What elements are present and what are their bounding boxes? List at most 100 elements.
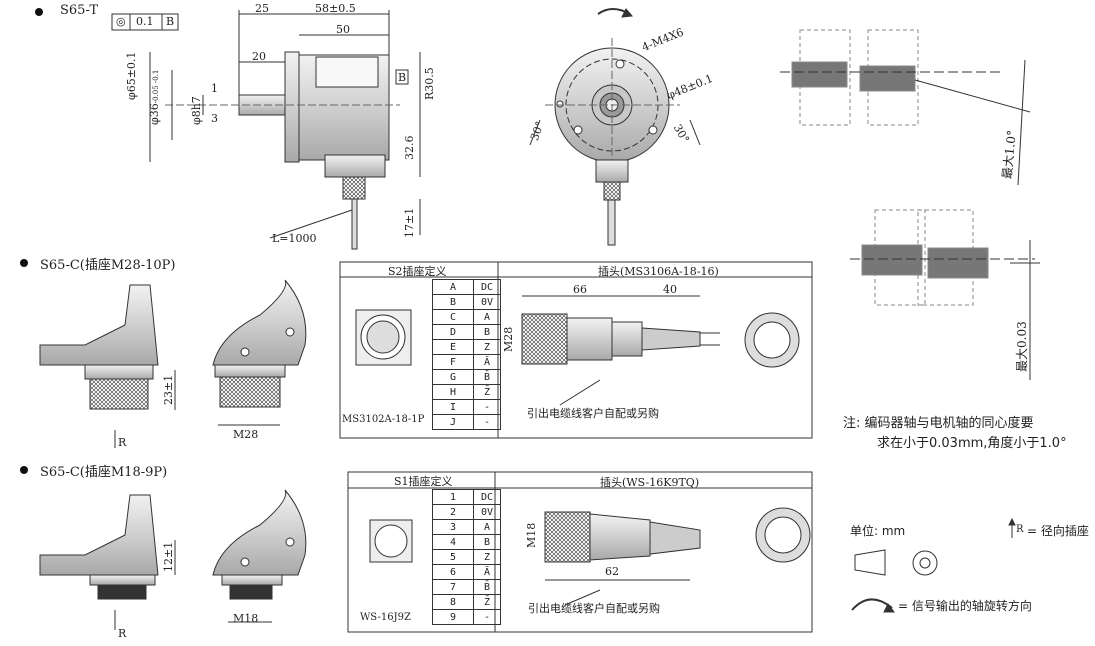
r-mark-m28: R — [118, 436, 127, 449]
plug2-dim-m18: M18 — [525, 522, 538, 548]
pin-signal: B — [473, 324, 501, 340]
dim-d36: φ36-0.05 -0.1 — [148, 69, 161, 125]
pin-id: 5 — [432, 549, 474, 565]
tolerance-frame — [111, 13, 179, 31]
pin-id: J — [432, 414, 474, 430]
angle-diagram — [780, 29, 1031, 186]
s2-connector-caption: MS3102A-18-1P — [342, 414, 425, 425]
dim-20: 20 — [252, 50, 266, 63]
dim-23: 23±1 — [162, 374, 175, 405]
dim-58: 58±0.5 — [315, 2, 356, 15]
dim-1: 1 — [211, 82, 218, 95]
dim-m18: M18 — [233, 612, 259, 625]
pin-id: F — [432, 354, 474, 370]
pin-signal: - — [473, 609, 501, 625]
s65c-m18-views — [39, 489, 307, 630]
dim-d8h7: φ8h7 — [190, 96, 203, 125]
pin-id: B — [432, 294, 474, 310]
pin-signal: Z̄ — [473, 384, 501, 400]
dim-r30: R30.5 — [423, 67, 436, 100]
s65c-m28-views — [39, 279, 307, 448]
title-s65c-m18: S65-C(插座M18-9P) — [40, 465, 168, 480]
pin-id: A — [432, 279, 474, 295]
s2-panel — [339, 261, 813, 439]
dim-17: 17±1 — [403, 207, 416, 238]
dim-m28: M28 — [233, 428, 259, 441]
bullet-s65t — [35, 8, 43, 16]
note-line-2: 求在小于0.03mm,角度小于1.0° — [877, 436, 1067, 451]
pin-signal: DC — [473, 489, 501, 505]
bullet-s65c-m18 — [20, 466, 28, 474]
pin-id: 8 — [432, 594, 474, 610]
plug1-dim-m28: M28 — [502, 326, 515, 352]
pin-signal: B̄ — [473, 579, 501, 595]
dim-3: 3 — [211, 112, 218, 125]
dim-25: 25 — [255, 2, 269, 15]
legend-r-definition: = 径向插座 — [1027, 524, 1089, 538]
pin-signal: DC — [473, 279, 501, 295]
pin-signal: Z — [473, 549, 501, 565]
s65t-front-view — [529, 8, 701, 246]
legend-r-letter: R — [1016, 524, 1024, 535]
pin-signal: 0V — [473, 294, 501, 310]
plug2-title: 插头(WS-16K9TQ) — [600, 476, 700, 489]
dim-cable-length: L=1000 — [272, 232, 317, 245]
pin-signal: - — [473, 414, 501, 430]
pin-id: 6 — [432, 564, 474, 580]
pin-id: 2 — [432, 504, 474, 520]
pin-id: E — [432, 339, 474, 355]
pin-signal: A — [473, 519, 501, 535]
plug1-title: 插头(MS3106A-18-16) — [598, 265, 719, 278]
legend-rotation: = 信号输出的轴旋转方向 — [898, 599, 1032, 613]
s2-table-title: S2插座定义 — [388, 265, 447, 278]
pin-id: 7 — [432, 579, 474, 595]
pin-id: C — [432, 309, 474, 325]
pin-signal: Ā — [473, 564, 501, 580]
pin-signal: 0V — [473, 504, 501, 520]
pin-id: D — [432, 324, 474, 340]
tolerance-value: 0.1 — [136, 15, 154, 28]
dim-12: 12±1 — [162, 541, 175, 572]
pin-id: H — [432, 384, 474, 400]
pin-id: 4 — [432, 534, 474, 550]
pin-id: 9 — [432, 609, 474, 625]
note-line-1: 注: 编码器轴与电机轴的同心度要 — [843, 416, 1034, 431]
s65t-side-view — [149, 10, 421, 250]
pin-id: I — [432, 399, 474, 415]
bullet-s65c-m28 — [20, 259, 28, 267]
pin-signal: A — [473, 309, 501, 325]
pin-row: 9- — [432, 609, 501, 625]
pin-signal: Z — [473, 339, 501, 355]
datum-b-box — [395, 69, 409, 85]
plug2-dim-62: 62 — [605, 565, 619, 578]
legend-symbols — [851, 517, 1016, 613]
legend-unit: 单位: mm — [850, 524, 906, 538]
s1-table-title: S1插座定义 — [394, 475, 453, 488]
plug1-dim-66: 66 — [573, 283, 587, 296]
pin-signal: - — [473, 399, 501, 415]
pin-signal: B — [473, 534, 501, 550]
pin-row: I- — [432, 399, 501, 415]
concentricity-diagram — [850, 209, 1040, 380]
tolerance-datum: B — [166, 15, 175, 28]
s1-connector-caption: WS-16J9Z — [360, 612, 411, 623]
label-concentricity-max: 最大0.03 — [1015, 321, 1029, 372]
